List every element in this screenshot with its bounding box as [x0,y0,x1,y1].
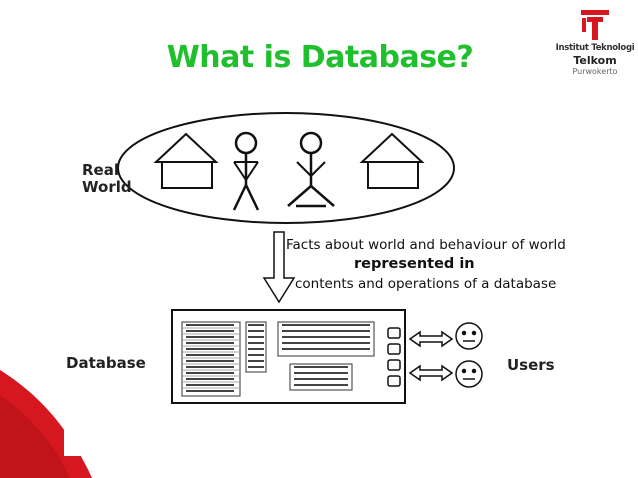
database-records-left [181,321,241,397]
database-records-small [245,321,267,373]
real-world-label-line2: World [82,178,132,196]
represented-arrow [262,231,296,304]
facts-line2: represented in [354,256,475,272]
database-label: Database [66,354,146,372]
real-world-label: Real World [82,162,132,196]
user-face-icon-bottom [455,360,483,388]
house-icon-left [153,132,219,189]
telkom-logo-icon [581,10,609,40]
facts-line3: contents and operations of a database [295,276,557,292]
interface-slots [387,327,401,387]
facts-line1: Facts about world and behaviour of world [286,237,566,253]
user-face-icon-top [455,322,483,350]
real-world-label-line1: Real [82,161,119,179]
database-concept-diagram: Real World Facts about world and behavio… [64,110,578,456]
institution-logo: Institut Teknologi Telkom Purwokerto [552,6,638,76]
logo-text-institut: Institut Teknologi [555,43,635,53]
diagram-drawing [117,112,483,404]
stick-figure-icon-left [232,131,260,211]
stick-figure-icon-right [287,131,335,208]
user-arrow-bottom [408,364,454,382]
database-records-top [277,321,375,357]
users-label: Users [507,356,555,374]
logo-text-purwokerto: Purwokerto [572,67,618,76]
page-title: What is Database? [166,40,474,75]
real-world-ellipse [117,112,455,224]
user-arrow-top [408,330,454,348]
logo-text-telkom: Telkom [573,54,617,67]
house-icon-right [359,132,425,189]
